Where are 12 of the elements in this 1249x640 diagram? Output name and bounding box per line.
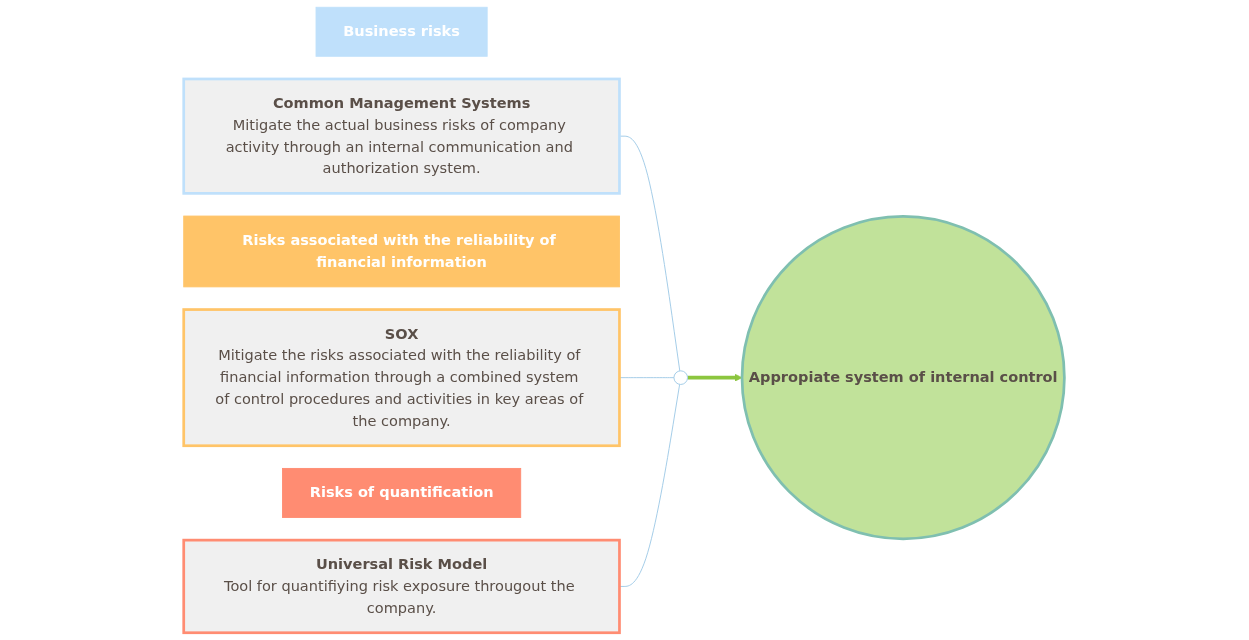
node-box: SOX Mitigate the risks associated with the reliability of financial information through a combined system of control procedures and activities in key areas of the company. (182, 308, 622, 448)
node-box: Risks associated with the reliability of financial information (183, 215, 621, 288)
node-circle (673, 370, 689, 385)
node-circle: Appropiate system of internal control (741, 215, 1067, 541)
node-box: Risks of quantification (282, 467, 522, 518)
connector (619, 377, 675, 379)
connector (619, 135, 681, 372)
arrow (688, 373, 743, 382)
node-box: Universal Risk Model Tool for quantifiying risk exposure througout the company. (182, 538, 622, 635)
connector (619, 383, 681, 587)
node-box: Business risks (316, 6, 489, 57)
node-box: Common Management Systems Mitigate the actual business risks of company activity through an internal communication and authorization system. (182, 77, 622, 195)
